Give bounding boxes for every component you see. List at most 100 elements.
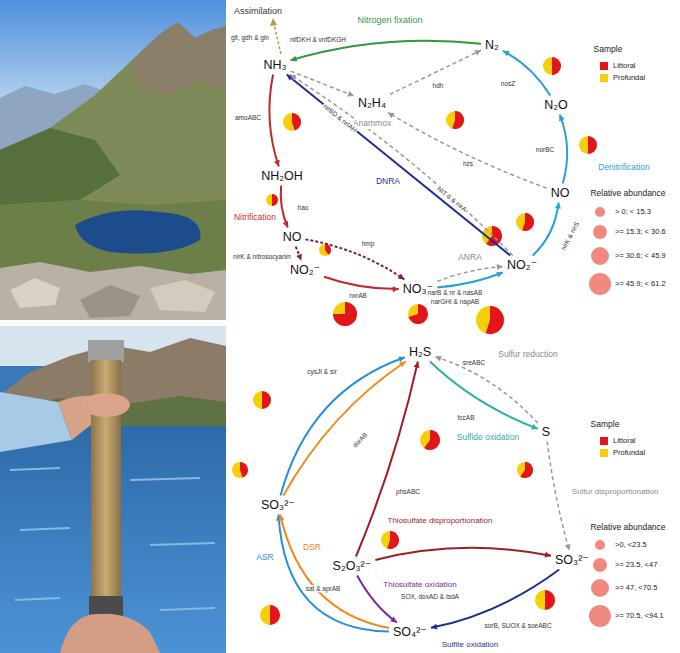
arrowhead: [398, 274, 405, 280]
reaction-path: [356, 362, 418, 557]
arrowhead: [290, 75, 297, 81]
reaction-path: [430, 362, 538, 429]
gene-label: nosZ: [500, 80, 516, 87]
rock-pile: [0, 262, 226, 320]
pie-profundal: [319, 244, 331, 256]
species-formula: NO: [551, 186, 570, 200]
legend-text: >= 70.5, <94.1: [615, 612, 664, 621]
reaction-arrow: [435, 356, 538, 423]
species-formula: H₂S: [409, 345, 431, 359]
arrowhead: [496, 272, 503, 278]
species-formula: N₂H₄: [358, 96, 386, 110]
gene-label: cysJI & sir: [306, 368, 338, 375]
mountain-lake: [75, 210, 201, 253]
pie-profundal: [446, 111, 464, 129]
reaction-path: [560, 115, 567, 184]
annotation-label: Relative abundance: [589, 523, 666, 533]
legend-swatch: [600, 437, 608, 445]
reaction-path: [269, 75, 278, 167]
reaction-arrow: [290, 75, 513, 256]
pie-littoral: [520, 462, 533, 478]
annotation-label: Thiosulfate disproportionation: [387, 516, 494, 525]
species-formula: SO₄²⁻: [393, 625, 427, 639]
reaction-path: [388, 113, 547, 189]
reaction-arrow: [430, 362, 538, 430]
reaction-path: [503, 51, 550, 96]
gene-label: hdh: [432, 82, 445, 89]
reaction-arrow: [533, 203, 561, 256]
species-node: NO₂⁻: [505, 258, 539, 273]
arrowhead: [398, 356, 405, 362]
species-formula: SO₃²⁻: [261, 498, 295, 512]
reaction-path: [305, 239, 404, 279]
legend-text: Littoral: [613, 62, 636, 71]
reaction-arrow: [291, 41, 481, 62]
gene-label: narGHI & napAB: [430, 298, 480, 305]
gene-label: nxrAB: [348, 292, 368, 299]
arrowhead: [296, 254, 302, 261]
species-node: NO: [281, 230, 304, 245]
species-formula: NH₃: [263, 58, 286, 72]
species-node: SO₃²⁻: [259, 498, 297, 513]
photo-ground: [0, 326, 226, 653]
gene-label: dsrAB: [351, 430, 370, 450]
reaction-path: [287, 75, 511, 256]
annotation-label: DNRA: [375, 177, 401, 187]
reaction-arrow: [291, 71, 354, 96]
gene-label: hzs: [462, 160, 474, 167]
pie-littoral: [552, 57, 561, 75]
legend-text: >= 30.6; < 45.9: [615, 252, 666, 261]
annotation-label: Denitrification: [597, 163, 651, 173]
gene-label: sorB, SUOX & soeABC: [483, 622, 552, 629]
gene-label: hao: [297, 204, 310, 211]
legend-swatch: [600, 62, 608, 70]
annotation-label: ASR: [255, 553, 274, 563]
arrowhead: [388, 113, 395, 119]
reaction-arrow: [324, 277, 399, 292]
reaction-arrow: [276, 515, 389, 632]
legend-text: > 0; < 15.3: [615, 208, 651, 217]
pie-littoral: [452, 111, 464, 129]
annotation-label: DSR: [302, 543, 322, 553]
reaction-arrow: [305, 239, 404, 279]
species-formula: NH₂OH: [261, 169, 303, 183]
abundance-bubble: [589, 605, 611, 627]
abundance-bubble: [593, 225, 607, 239]
pie-profundal: [420, 430, 440, 450]
hand: [82, 393, 130, 417]
legend-text: >0, <23.5: [615, 541, 647, 550]
reaction-arrow: [559, 115, 567, 184]
pie-profundal: [253, 391, 271, 409]
pie-profundal: [333, 302, 357, 326]
reaction-arrow: [287, 75, 511, 256]
rock: [10, 278, 60, 308]
pie-littoral: [522, 213, 534, 231]
reaction-path: [437, 273, 503, 288]
species-formula: SO₃²⁻: [555, 553, 589, 567]
legend-text: Profundal: [613, 74, 645, 83]
legend-text: >= 47, <70.5: [615, 584, 657, 593]
reaction-path: [324, 277, 399, 289]
pie-profundal: [408, 304, 428, 324]
pie-littoral: [387, 531, 399, 549]
reaction-arrow: [388, 113, 547, 189]
species-node: N₂H₄: [356, 96, 388, 111]
hand: [60, 614, 160, 653]
rocky-summit: [130, 22, 226, 96]
arrowhead: [270, 18, 277, 26]
abundance-bubble: [591, 247, 609, 265]
gene-label: amoABC: [234, 114, 262, 121]
legend-text: >= 45.9; < 61.2: [615, 280, 666, 289]
gene-label: nifDKH & vnfDKGH: [289, 36, 347, 43]
annotation-label: Sulfur disproportionation: [571, 487, 660, 496]
gene-label: narB & nr & nasAB: [427, 289, 484, 296]
annotation-label: Sample: [590, 420, 621, 430]
annotation-label: Sample: [593, 45, 624, 55]
gene-label: SOX, doxAD & tsdA: [400, 593, 460, 600]
assimilation-arrow: [274, 24, 281, 54]
reaction-arrow: [356, 362, 420, 557]
annotation-label: Thiosulfate oxidation: [382, 580, 457, 589]
species-node: NH₂OH: [259, 169, 305, 184]
gene-label: phsABC: [395, 488, 421, 495]
gene-label: sreABC: [462, 359, 486, 366]
